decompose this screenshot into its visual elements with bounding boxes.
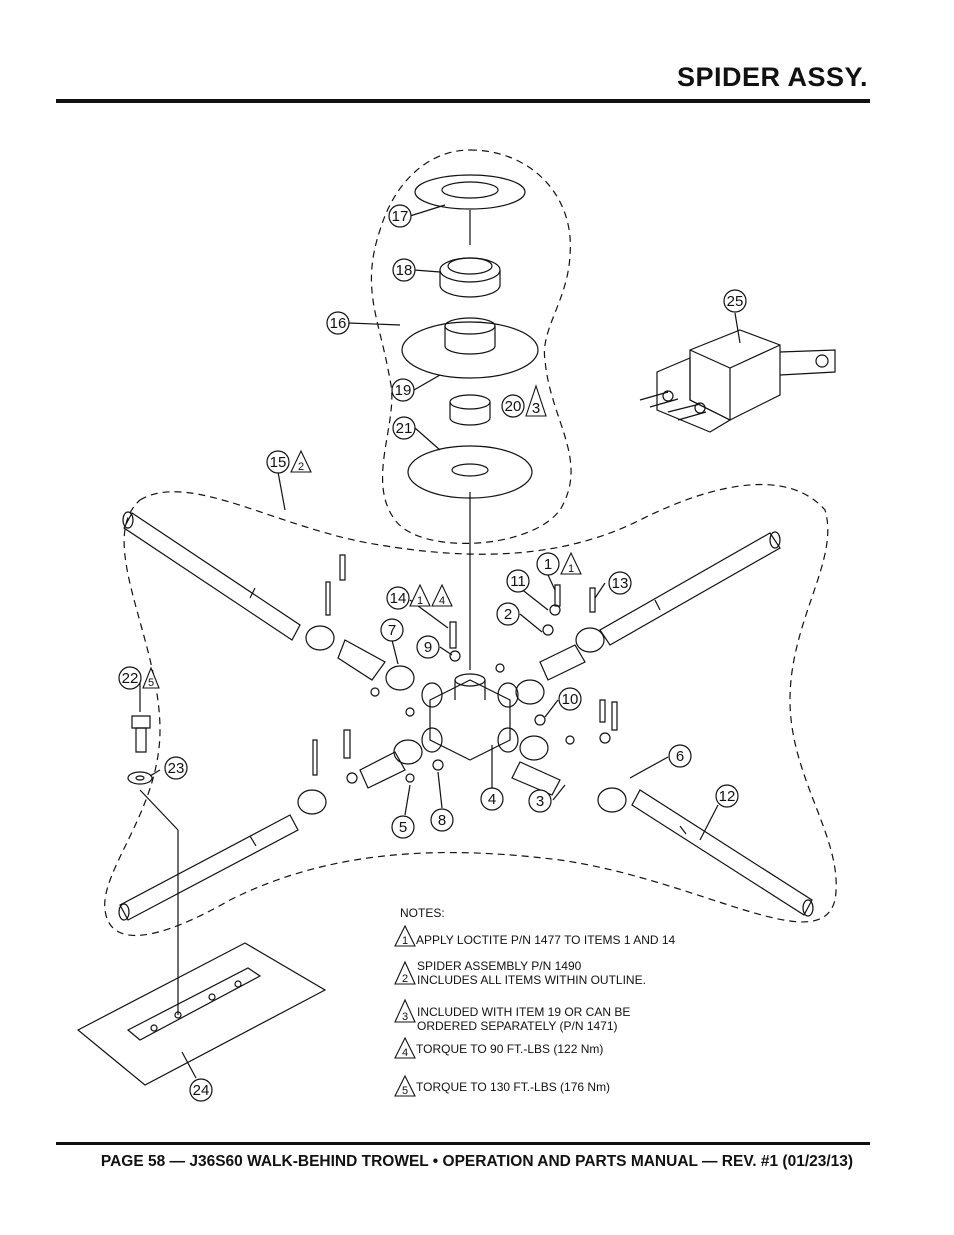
callout-2 [496,602,520,626]
callout-23-num: 23 [168,760,185,777]
note-5-num: 5 [402,1085,408,1097]
note-4-num: 4 [402,1047,408,1059]
part-24-blade [76,942,327,1086]
callout-11 [506,569,530,593]
callout-15 [266,450,290,474]
callout-25-num: 25 [727,293,744,310]
note-3-num: 3 [402,1011,408,1023]
note-3-line-2: ORDERED SEPARATELY (P/N 1471) [417,1019,618,1033]
page-title: SPIDER ASSY. [676,62,868,92]
callout-9-num: 9 [424,639,432,656]
page-footer: PAGE 58 — J36S60 WALK-BEHIND TROWEL • OP… [100,1153,854,1170]
outline-15 [104,484,837,937]
callout-19-num: 19 [395,382,412,399]
callout-13-num: 13 [612,575,629,592]
callout-19 [391,378,415,402]
notes-block: NOTES: 1 APPLY LOCTITE P/N 1477 TO ITEMS… [394,906,676,1097]
flag-1-triangle [560,551,582,575]
callout-1-num: 1 [544,556,552,573]
callout-7-num: 7 [388,622,396,639]
callout-8 [430,808,454,832]
header-rule [56,99,870,103]
callout-4-num: 4 [488,791,496,808]
callout-11-num: 11 [510,573,526,590]
flag-22-num: 5 [148,677,154,689]
callout-17-num: 17 [392,208,409,225]
callout-5 [391,815,415,839]
callout-10 [558,687,582,711]
spider-hub [429,679,511,761]
note-5-line-1: TORQUE TO 130 FT.-LBS (176 Nm) [416,1080,610,1094]
flag-14b-num: 4 [439,595,445,607]
arm-lower-right [631,789,814,917]
flag-20-triangle [525,384,547,417]
flag-14b-triangle [431,583,453,607]
note-2-triangle [394,960,416,985]
callout-13 [608,571,632,595]
callout-24-num: 24 [193,1082,210,1099]
note-2-line-1: SPIDER ASSEMBLY P/N 1490 [417,959,582,973]
callout-18-num: 18 [396,262,413,279]
note-1-triangle [394,924,416,947]
callout-10-num: 10 [562,691,579,708]
callout-5-num: 5 [399,819,407,836]
callout-15-num: 15 [270,454,287,471]
callout-17 [388,204,412,228]
callout-3 [528,789,552,813]
arm-upper-left [122,511,301,641]
arm-lower-left [118,814,299,921]
callout-12-num: 12 [719,788,736,805]
flag-14a-num: 1 [417,595,423,607]
note-3-line-1: INCLUDED WITH ITEM 19 OR CAN BE [417,1005,630,1019]
callout-3-num: 3 [536,793,544,810]
callout-25 [723,289,747,313]
flag-22-triangle [142,666,160,689]
flag-14a-triangle [409,583,431,607]
callout-2-num: 2 [504,606,512,623]
callout-24 [189,1078,213,1102]
callout-21-num: 21 [396,420,413,437]
callout-20-num: 20 [505,398,522,415]
flag-15-num: 2 [298,461,304,473]
callout-1 [536,552,560,576]
flag-15-triangle [290,449,312,473]
callout-4 [480,787,504,811]
callout-9 [416,635,440,659]
callout-22 [118,666,142,690]
callout-12 [715,784,739,808]
callout-20 [501,394,525,418]
callout-14-num: 14 [390,590,407,607]
callout-8-num: 8 [438,812,446,829]
callout-21 [392,416,416,440]
note-2-line-2: INCLUDES ALL ITEMS WITHIN OUTLINE. [417,973,646,987]
callout-6-num: 6 [676,748,684,765]
note-1-num: 1 [402,935,408,947]
note-4-triangle [394,1036,416,1059]
note-4-line-1: TORQUE TO 90 FT.-LBS (122 Nm) [416,1042,603,1056]
notes-heading: NOTES: [400,906,445,920]
flag-1-num: 1 [568,563,574,575]
callout-14 [386,586,410,610]
note-2-num: 2 [402,973,408,985]
callout-6 [668,744,692,768]
note-3-triangle [394,998,416,1023]
note-1-line-1: APPLY LOCTITE P/N 1477 TO ITEMS 1 AND 14 [416,933,676,947]
callout-23 [164,756,188,780]
footer-rule [56,1142,870,1145]
callout-16-num: 16 [330,315,347,332]
callout-16 [326,311,350,335]
arm-upper-right [599,531,781,646]
callout-18 [392,258,416,282]
flag-20-num: 3 [532,400,540,417]
outline-16 [370,149,572,544]
callout-7 [380,618,404,642]
callout-22-num: 22 [122,670,139,687]
note-5-triangle [394,1074,416,1097]
